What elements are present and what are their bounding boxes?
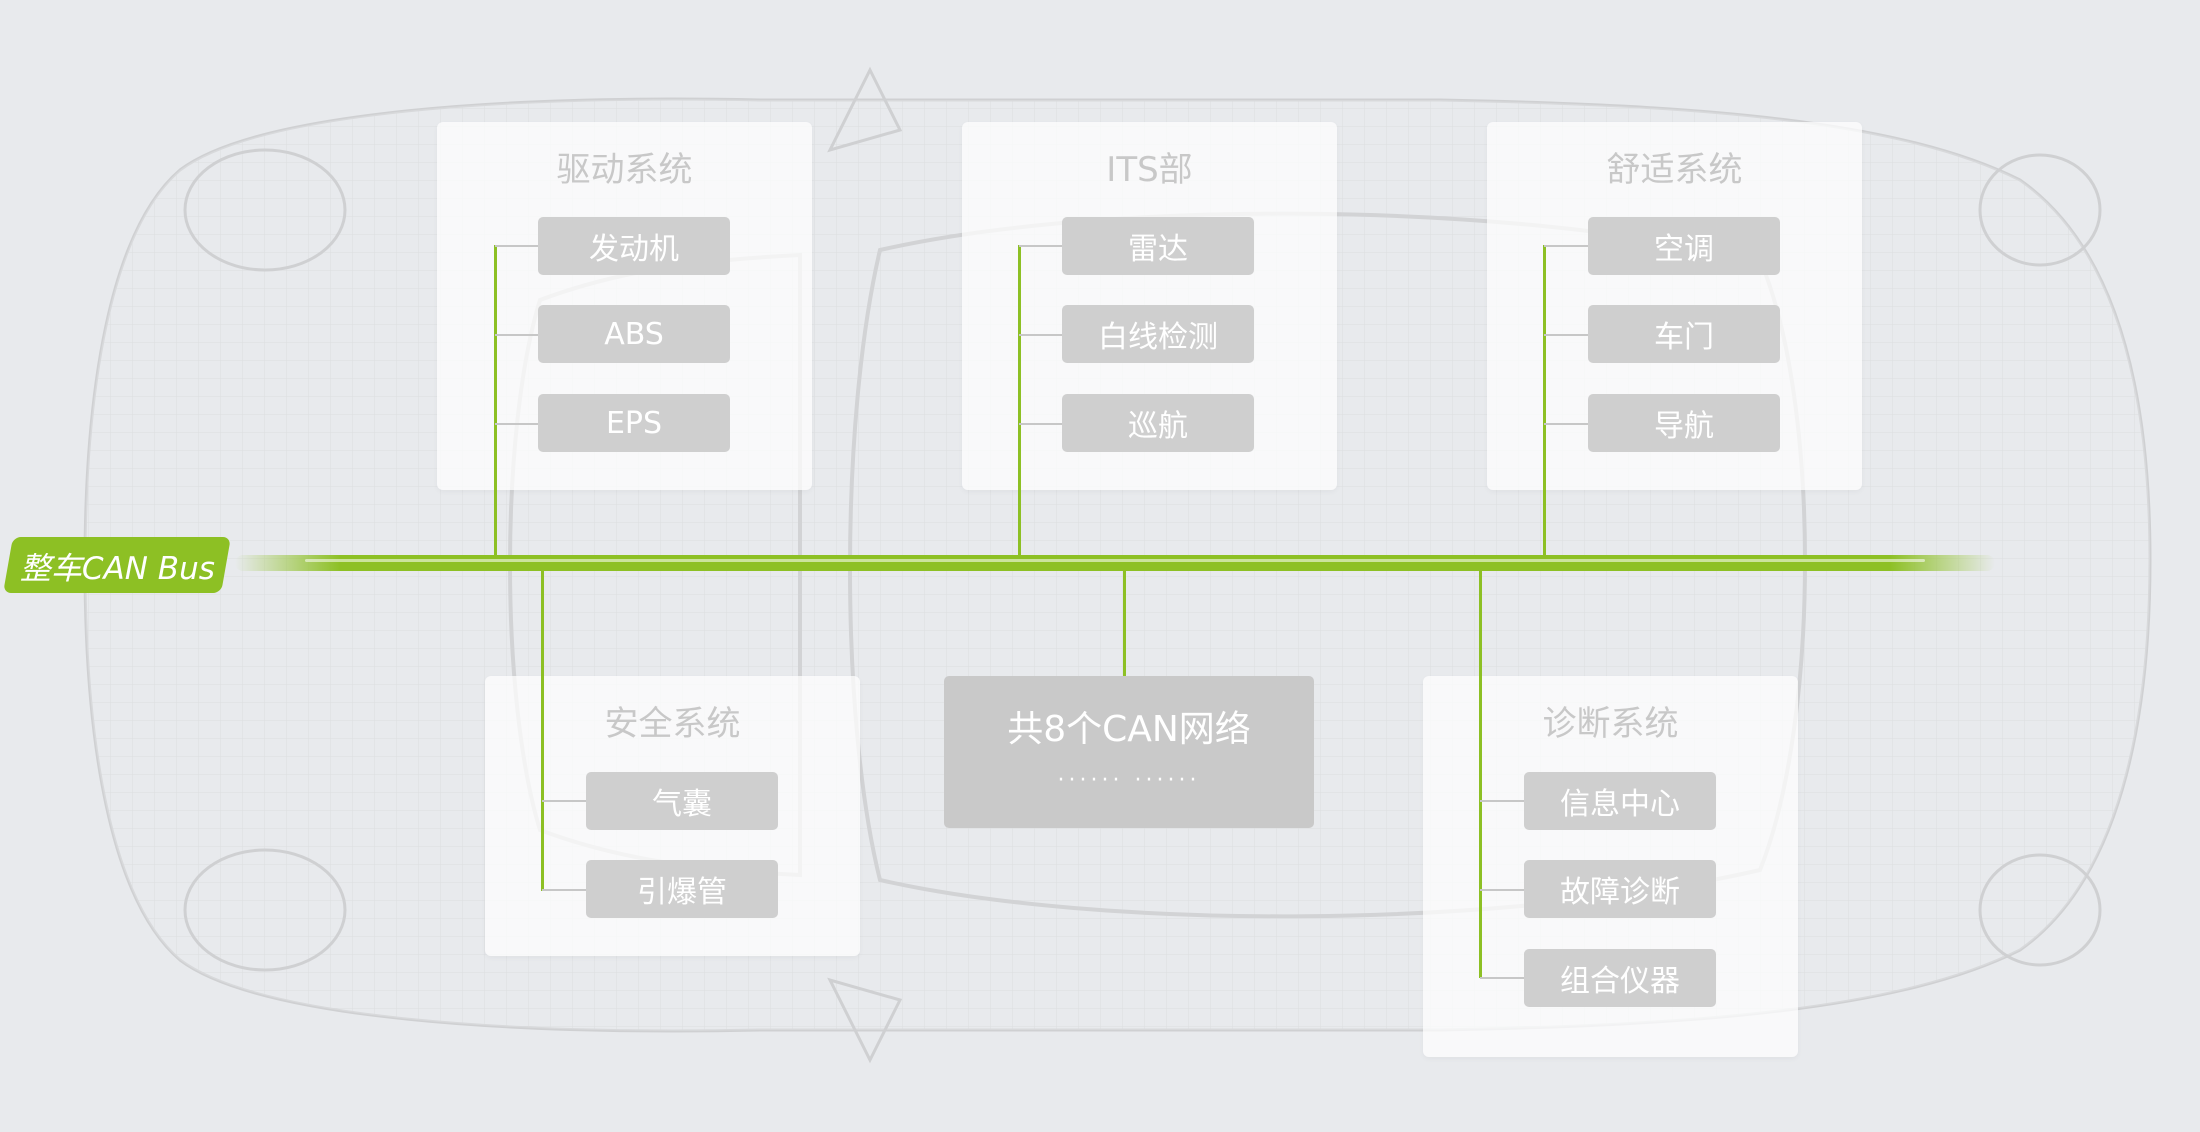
its-item-cruise: 巡航 [1062,394,1254,452]
its-branch [1019,423,1063,425]
safety-item-airbag: 气囊 [586,772,778,830]
comfort-system-branch [1544,423,1588,425]
safety-system-branch [542,889,586,891]
can-bus-label: 整车CAN Bus [3,537,231,593]
can-network-count-box: 共8个CAN网络 ······ ······ [944,676,1314,828]
diagnosis-system-title: 诊断系统 [1542,704,1679,744]
comfort-system-branch [1544,245,1588,247]
its-branch [1019,245,1063,247]
comfort-system-branch [1544,334,1588,336]
its-item-radar: 雷达 [1062,217,1254,275]
safety-system-branch [542,800,586,802]
drive-item-abs: ABS [538,305,730,363]
can-network-ellipsis: ······ ······ [1057,768,1201,793]
safety-item-detonator: 引爆管 [586,860,778,918]
diagnosis-system-branch [1480,800,1524,802]
diagnosis-system-branch [1480,977,1524,979]
can-network-count-title: 共8个CAN网络 [1007,709,1251,750]
diagnosis-item-fault-diagnosis: 故障诊断 [1524,860,1716,918]
drive-system-branch [495,334,539,336]
comfort-system-connector [1543,245,1546,557]
diagnosis-item-info-center: 信息中心 [1524,772,1716,830]
diagnosis-system-branch [1480,889,1524,891]
comfort-item-ac: 空调 [1588,217,1780,275]
diagnosis-system-connector [1479,566,1482,978]
can-bus-label-text: 整车CAN Bus [19,550,215,587]
drive-system-title: 驱动系统 [556,150,693,190]
diagnosis-item-instrument-cluster: 组合仪器 [1524,949,1716,1007]
its-item-lane-detection: 白线检测 [1062,305,1254,363]
comfort-item-navigation: 导航 [1588,394,1780,452]
safety-system-title: 安全系统 [604,704,741,744]
its-title: ITS部 [1106,150,1193,190]
drive-system-connector [494,245,497,557]
drive-system-branch [495,245,539,247]
drive-item-eps: EPS [538,394,730,452]
its-branch [1019,334,1063,336]
safety-system-connector [541,566,544,891]
drive-system-branch [495,423,539,425]
total-connector [1123,566,1126,678]
can-bus-line [235,555,1995,571]
comfort-item-door: 车门 [1588,305,1780,363]
drive-item-engine: 发动机 [538,217,730,275]
comfort-system-title: 舒适系统 [1606,150,1743,190]
its-connector [1018,245,1021,557]
